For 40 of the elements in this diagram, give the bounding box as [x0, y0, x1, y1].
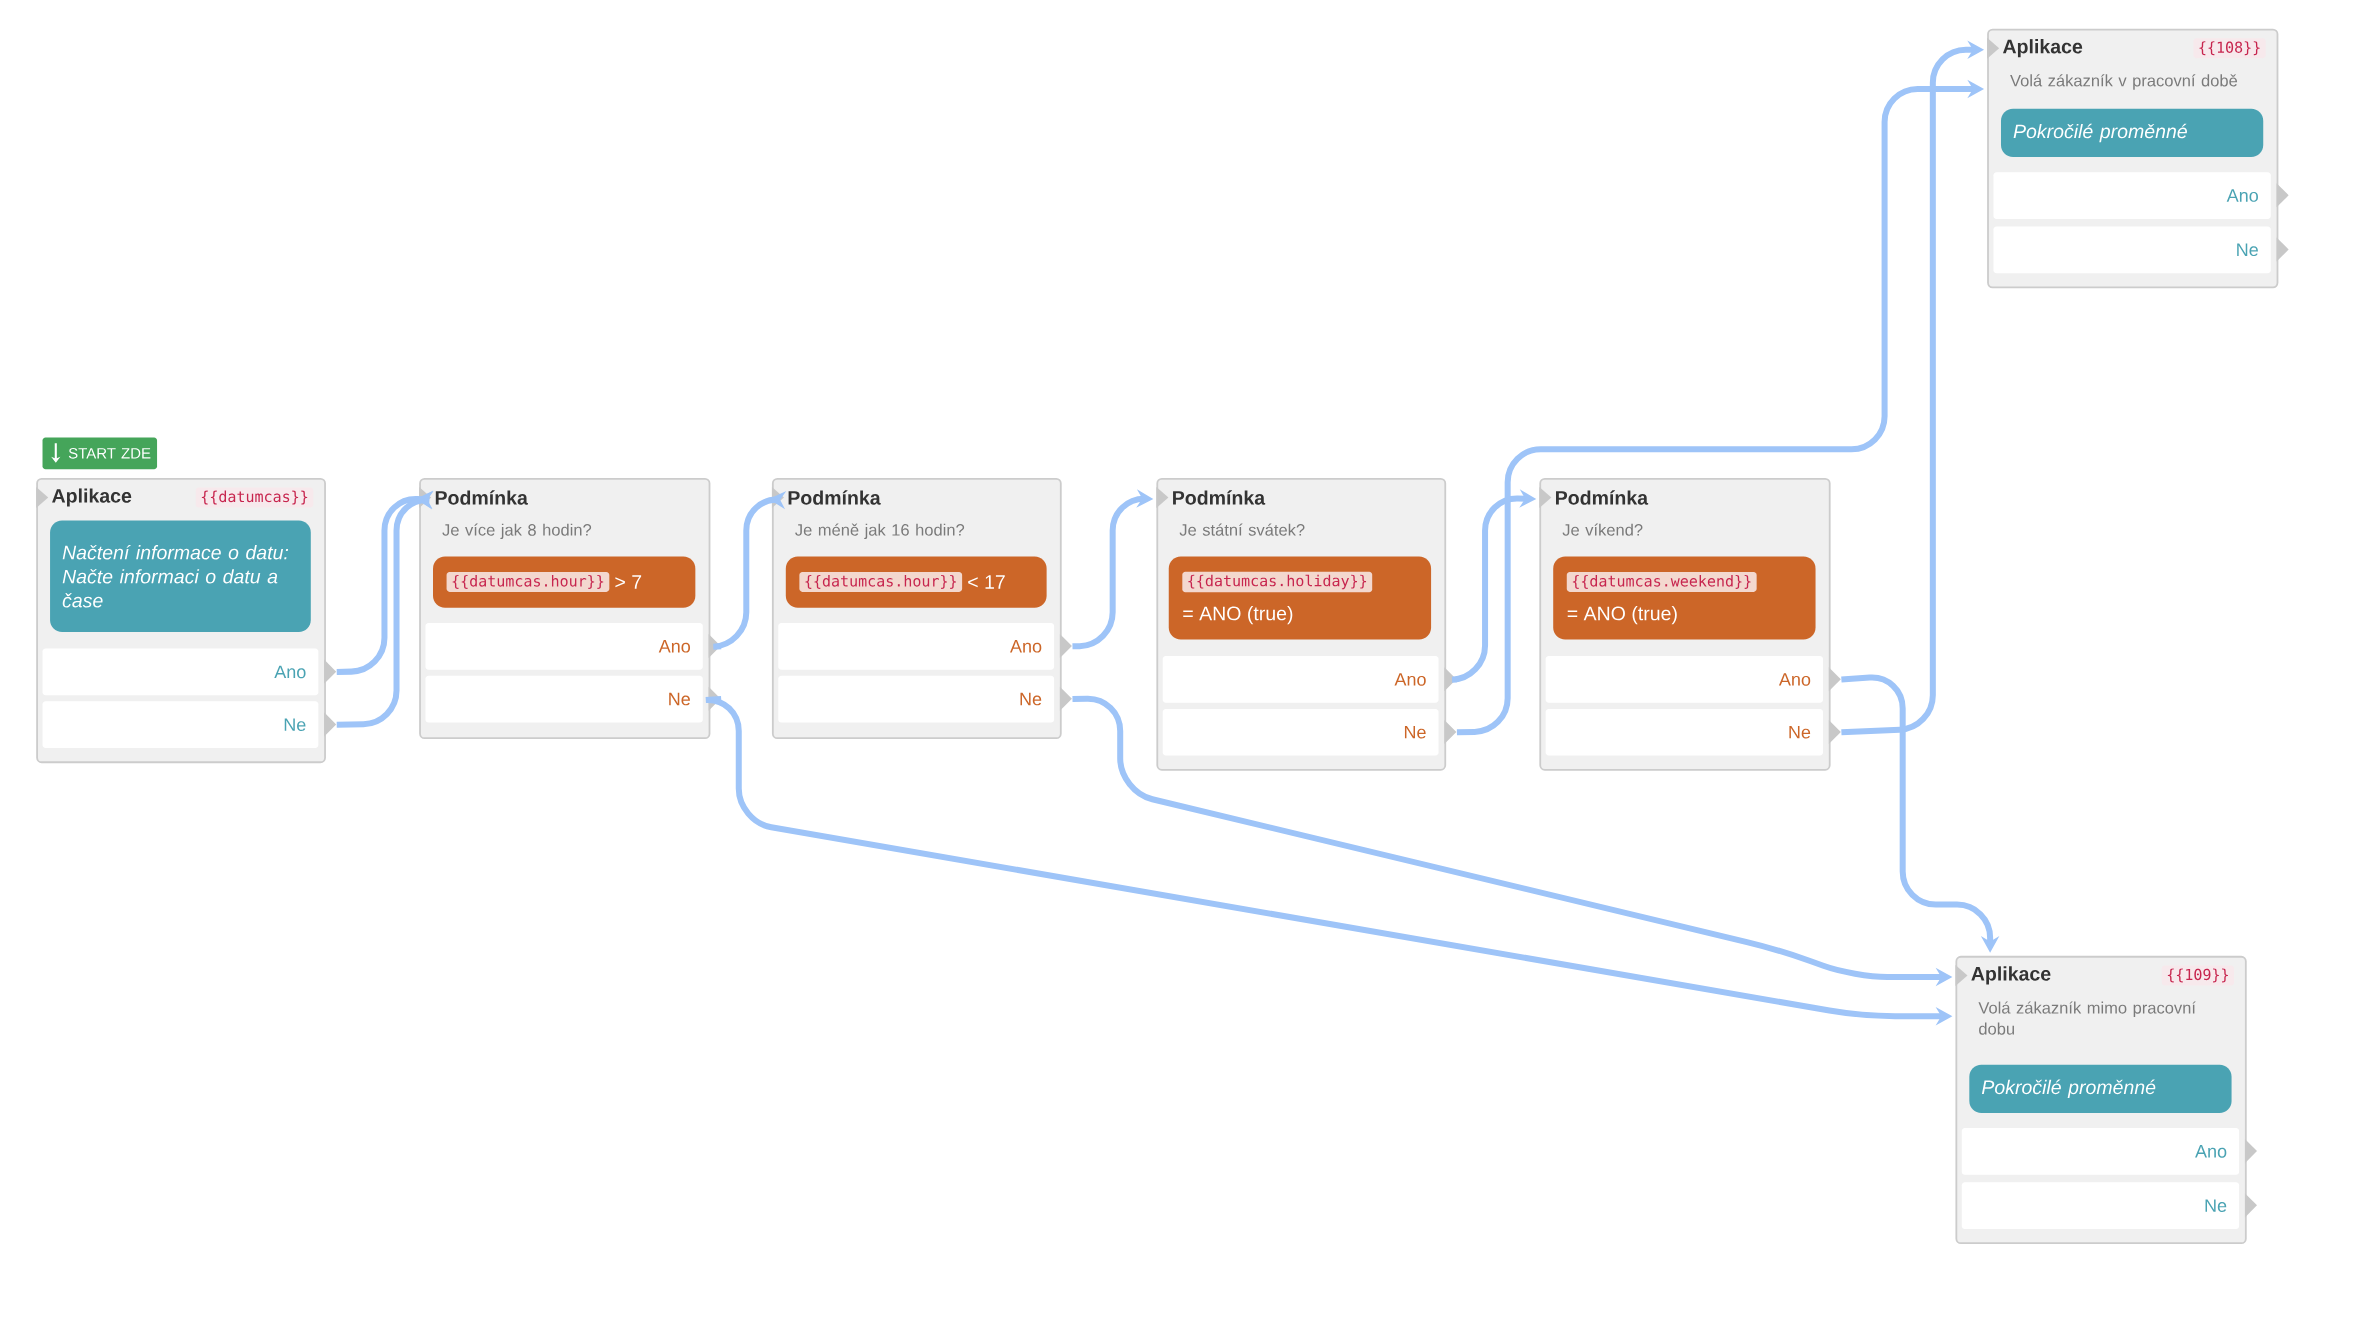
- card-title: Podmínka: [1556, 490, 1649, 505]
- question-text: Volá zákazník mimo pracovní dobu: [1978, 1001, 2196, 1035]
- question-text: Je víkend?: [1562, 523, 1643, 536]
- question-text: Je více jak 8 hodin?: [442, 523, 592, 540]
- question-text: Volá zákazník v pracovní době: [2010, 74, 2238, 90]
- code-tag: {{datumcas.holiday}}: [1182, 571, 1373, 593]
- start-badge: START ZDE: [42, 437, 158, 470]
- output-row: Ano: [1162, 656, 1439, 703]
- card-title: Podmínka: [1173, 490, 1266, 505]
- output-row: Ne: [42, 701, 319, 749]
- output-row: Ne: [1961, 1182, 2240, 1230]
- code-tag: {{datumcas.hour}}: [446, 572, 610, 593]
- output-row: Ano: [1993, 172, 2271, 220]
- output-row: Ne: [1993, 226, 2271, 274]
- condition-text: < 17: [968, 575, 1005, 589]
- question-text: Je méně jak 16 hodin?: [795, 523, 965, 540]
- output-row: Ano: [425, 623, 703, 670]
- code-tag: {{108}}: [2193, 38, 2266, 59]
- output-row: Ne: [778, 675, 1055, 723]
- code-tag: {{datumcas.weekend}}: [1566, 572, 1757, 593]
- action-box: Načtení informace o datu: Načte informaci o datu a čase: [50, 520, 311, 633]
- card-title: Podmínka: [788, 490, 881, 505]
- output-row: Ano: [42, 648, 319, 696]
- code-tag: {{datumcas.hour}}: [799, 572, 963, 593]
- output-row: Ano: [1961, 1128, 2240, 1175]
- card-title: Aplikace: [52, 488, 132, 507]
- output-row: Ne: [1545, 709, 1823, 756]
- action-box: Pokročilé proměnné: [2001, 109, 2264, 158]
- output-row: Ano: [778, 623, 1055, 670]
- output-row: Ne: [1162, 709, 1439, 756]
- output-row: Ne: [425, 675, 703, 723]
- action-box: Pokročilé proměnné: [1969, 1064, 2232, 1114]
- card-title: Aplikace: [1971, 966, 2051, 985]
- question-text: Je státní svátek?: [1179, 523, 1305, 536]
- condition-text: > 7: [615, 575, 642, 589]
- card-title: Podmínka: [435, 490, 528, 505]
- condition-text: = ANO (true): [1183, 606, 1293, 625]
- condition-text: = ANO (true): [1567, 606, 1677, 625]
- output-row: Ano: [1545, 656, 1823, 703]
- card-title: Aplikace: [2003, 39, 2083, 58]
